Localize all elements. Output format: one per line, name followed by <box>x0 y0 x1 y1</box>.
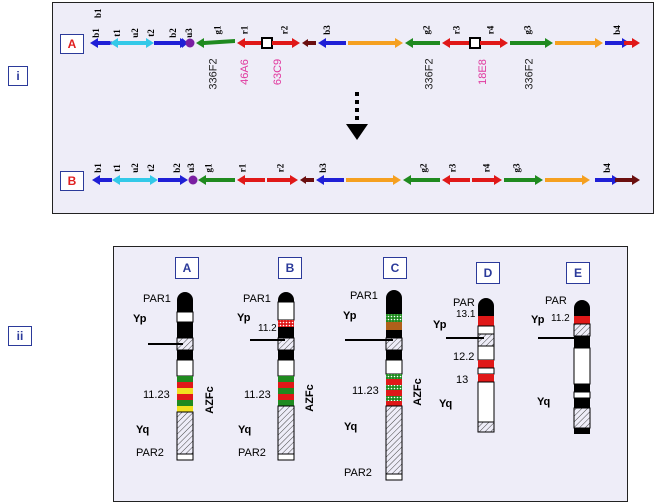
chrom-d-yq: Yq <box>439 398 453 410</box>
arrow-maroon-a1 <box>302 39 316 47</box>
chrom-b-azfc: AZFc <box>303 384 316 412</box>
chrom-b-yp: Yp <box>237 312 251 324</box>
chrom-d-yp-band: 13.1 <box>456 309 476 320</box>
chromosome-e <box>573 300 591 434</box>
chrom-label-b: B <box>278 257 302 279</box>
chrom-d-band-1: 12.2 <box>453 351 475 363</box>
chrom-e-yq: Yq <box>537 396 551 408</box>
arrow-r4 <box>480 38 508 48</box>
arrow-orange-a1 <box>348 38 403 48</box>
arrow-r2 <box>272 38 300 48</box>
chrom-c-par1: PAR1 <box>350 290 378 302</box>
chrom-a-par1: PAR1 <box>143 293 171 305</box>
panel-ii-label: ii <box>8 326 32 346</box>
chrom-c-band: 11.23 <box>352 385 379 397</box>
panel-ii <box>113 246 628 502</box>
chrom-e-yp-band: 11.2 <box>551 313 570 324</box>
chrom-a-yq: Yq <box>136 424 150 436</box>
arrow-r3 <box>442 38 470 48</box>
arrow-u2 <box>132 38 154 48</box>
row-a-label: A <box>60 34 84 54</box>
chrom-a-par2: PAR2 <box>136 447 164 459</box>
chrom-d-par: PAR <box>453 297 475 309</box>
chrom-b-band: 11.23 <box>244 389 271 401</box>
arrow-t1 <box>110 38 132 48</box>
arrow-orange-a2 <box>555 38 603 48</box>
chrom-c-par2: PAR2 <box>344 467 372 479</box>
chrom-e-yp: Yp <box>531 314 545 326</box>
panel-i-label: i <box>8 66 28 86</box>
chrom-d-yp: Yp <box>433 319 447 331</box>
chromosome-d <box>477 298 495 433</box>
chrom-label-c: C <box>383 257 407 279</box>
arrow-g3 <box>510 38 553 48</box>
chromosome-c <box>385 290 403 481</box>
transition-arrow <box>346 92 368 140</box>
arrow-g2 <box>405 38 440 48</box>
chrom-a-yp: Yp <box>133 313 147 325</box>
chrom-label-d: D <box>476 262 500 284</box>
arrow-b3 <box>318 38 346 48</box>
chrom-label-e: E <box>566 262 590 284</box>
chromosome-b <box>277 292 295 461</box>
chrom-b-par1: PAR1 <box>243 293 271 305</box>
chrom-c-yq: Yq <box>344 421 358 433</box>
chrom-c-azfc: AZFc <box>411 378 424 406</box>
arrow-b4 <box>605 38 630 48</box>
row-b-arrows <box>92 175 640 185</box>
chrom-b-yq: Yq <box>238 424 252 436</box>
row-a-arrows <box>90 37 640 49</box>
arrow-red-end <box>624 38 640 48</box>
chrom-e-par: PAR <box>545 295 567 307</box>
chrom-d-band-2: 13 <box>456 374 469 386</box>
chrom-b-yp-band: 11.2 <box>258 323 277 334</box>
chrom-label-a: A <box>175 257 199 279</box>
chromosome-a <box>176 292 194 461</box>
chrom-b-par2: PAR2 <box>238 447 266 459</box>
arrow-b2 <box>156 38 188 48</box>
u3-dot <box>185 38 195 48</box>
chrom-c-yp: Yp <box>343 310 357 322</box>
arrow-r1 <box>237 38 262 48</box>
chrom-a-band: 11.23 <box>143 389 170 401</box>
chrom-a-azfc: AZFc <box>203 386 216 414</box>
row-b-label: B <box>60 171 84 191</box>
arrow-g1 <box>196 38 235 48</box>
arrow-b1 <box>90 38 110 48</box>
